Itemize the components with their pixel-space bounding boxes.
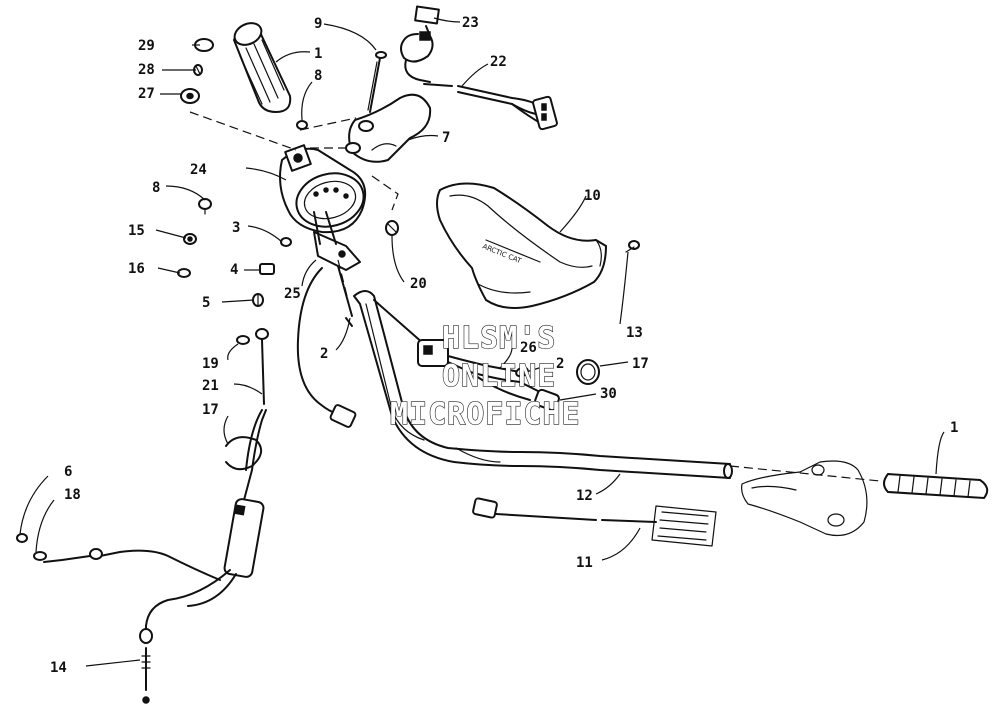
bracket-25 — [313, 211, 361, 271]
watermark-line-2: ONLINE — [442, 359, 556, 394]
callout-15: 15 — [128, 223, 145, 239]
callout-5: 5 — [202, 295, 210, 311]
washer-15 — [183, 233, 197, 245]
callout-26: 26 — [520, 340, 537, 356]
screw-13 — [625, 240, 640, 253]
alignment-line-4 — [371, 175, 399, 211]
callout-28: 28 — [138, 62, 155, 78]
switch-23 — [400, 5, 440, 83]
callout-2-left: 2 — [320, 346, 328, 362]
heater-element-11 — [472, 497, 717, 547]
alignment-line-5 — [337, 259, 349, 301]
callout-16: 16 — [128, 261, 145, 277]
callout-17-right: 17 — [632, 356, 649, 372]
throttle-housing-7 — [345, 93, 432, 163]
control-housing-24 — [279, 144, 366, 234]
screw-8-left — [198, 198, 212, 215]
callout-6: 6 — [64, 464, 72, 480]
callout-11: 11 — [576, 555, 593, 571]
callout-25: 25 — [284, 286, 301, 302]
callout-22: 22 — [490, 54, 507, 70]
hand-guard-10: ARCTIC CAT — [436, 182, 607, 309]
watermark-line-1: HLSM'S — [442, 321, 556, 356]
callout-23: 23 — [462, 15, 479, 31]
alignment-line-2 — [299, 117, 357, 131]
wire-harness-22 — [423, 83, 558, 131]
callout-29: 29 — [138, 38, 155, 54]
leader-lines — [19, 17, 945, 667]
callout-3: 3 — [232, 220, 240, 236]
callout-18: 18 — [64, 487, 81, 503]
callout-20: 20 — [410, 276, 427, 292]
callout-13: 13 — [626, 325, 643, 341]
callout-4: 4 — [230, 262, 238, 278]
callout-12: 12 — [576, 488, 593, 504]
switch-cable-left — [296, 265, 357, 428]
callout-30: 30 — [600, 386, 617, 402]
callout-8-top: 8 — [314, 68, 322, 84]
ring-17-right — [576, 359, 600, 385]
left-grip — [232, 22, 292, 114]
callout-labels: 29 28 27 1 8 9 23 22 7 24 8 15 3 16 4 5 … — [50, 15, 958, 676]
brake-housing-outline — [741, 460, 868, 537]
screw-5 — [252, 293, 264, 307]
callout-9: 9 — [314, 16, 322, 32]
callout-1-left: 1 — [314, 46, 322, 62]
right-grip — [883, 472, 989, 500]
callout-1-right: 1 — [950, 420, 958, 436]
clip-4 — [259, 263, 275, 275]
alignment-line-1 — [189, 111, 297, 151]
callout-14: 14 — [50, 660, 67, 676]
throttle-cable-assembly — [16, 328, 269, 704]
callout-2-right: 2 — [556, 356, 564, 372]
washer-27 — [180, 88, 200, 104]
callout-19: 19 — [202, 356, 219, 372]
clip-2-right — [515, 366, 529, 378]
watermark: HLSM'S ONLINE MICROFICHE — [389, 320, 581, 432]
callout-27: 27 — [138, 86, 155, 102]
callout-8-left: 8 — [152, 180, 160, 196]
watermark-line-3: MICROFICHE — [390, 397, 581, 432]
handlebar-12 — [353, 290, 733, 479]
callout-21: 21 — [202, 378, 219, 394]
callout-17-left: 17 — [202, 402, 219, 418]
switch-26 — [373, 299, 560, 412]
callout-10: 10 — [584, 188, 601, 204]
alignment-line-6 — [729, 465, 891, 483]
nut-8-top — [296, 120, 308, 130]
screw-20 — [385, 220, 399, 236]
callout-7: 7 — [442, 130, 450, 146]
callout-24: 24 — [190, 162, 207, 178]
bolt-9 — [367, 51, 387, 113]
nut-3 — [280, 237, 292, 247]
